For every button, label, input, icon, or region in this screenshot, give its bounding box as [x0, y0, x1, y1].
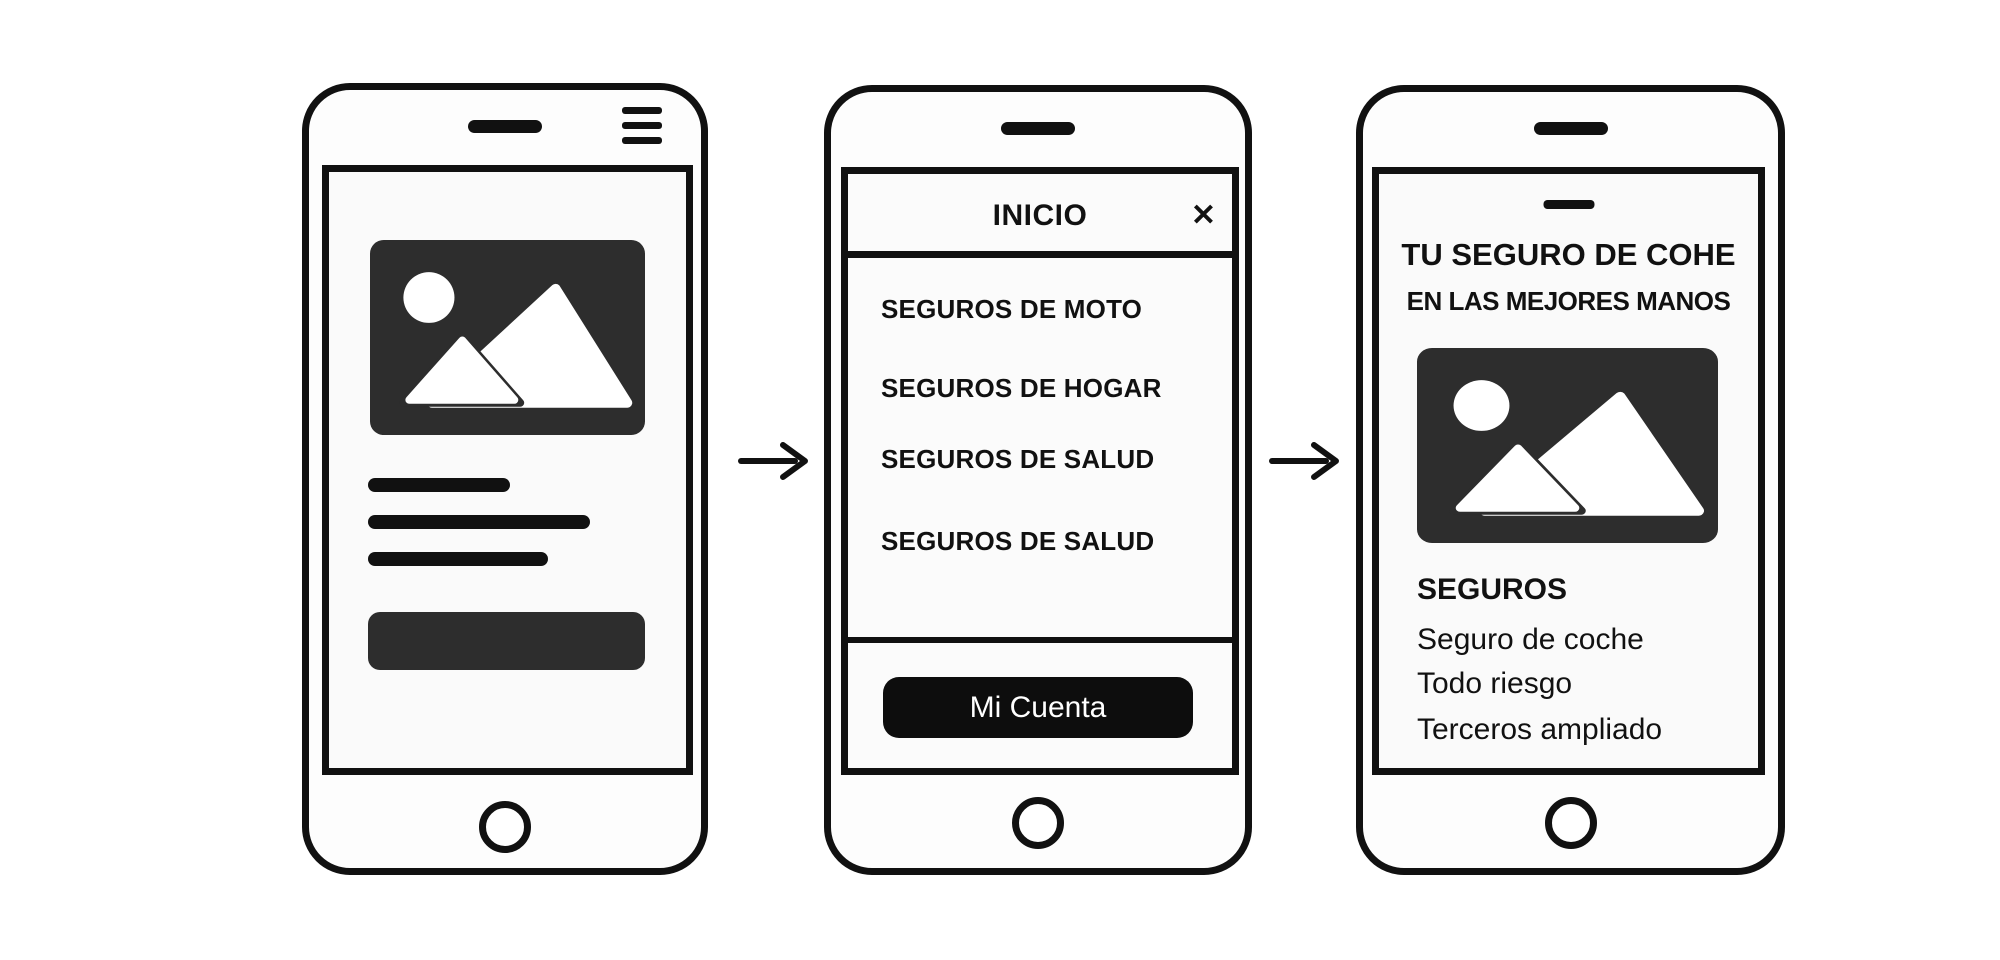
home-button[interactable]	[479, 801, 531, 853]
screen-top-dash	[1543, 200, 1594, 209]
button-placeholder[interactable]	[368, 612, 645, 670]
landing-list-item: Seguro de coche	[1417, 623, 1644, 656]
phone-3-frame: TU SEGURO DE COHE EN LAS MEJORES MANOS S…	[1356, 85, 1785, 875]
landing-subtitle: EN LAS MEJORES MANOS	[1406, 286, 1731, 316]
home-button[interactable]	[1544, 797, 1597, 849]
image-placeholder-icon	[1417, 348, 1718, 543]
landing-list-item: Todo riesgo	[1417, 667, 1573, 700]
screen-landing: TU SEGURO DE COHE EN LAS MEJORES MANOS S…	[1372, 167, 1765, 775]
hamburger-bar	[622, 107, 662, 114]
menu-footer-divider	[848, 637, 1232, 643]
hamburger-bar	[622, 137, 662, 144]
menu-title: INICIO	[992, 199, 1088, 232]
speaker-bar	[468, 120, 542, 133]
menu-header: INICIO ✕	[848, 174, 1232, 258]
menu-item-seguros-moto[interactable]: SEGUROS DE MOTO	[881, 294, 1143, 324]
text-line-placeholder	[368, 478, 510, 492]
screen-menu: INICIO ✕ SEGUROS DE MOTO SEGUROS DE HOGA…	[841, 167, 1239, 775]
screen-home-wireframe	[322, 165, 693, 775]
home-button[interactable]	[1012, 797, 1064, 849]
landing-section-heading: SEGUROS	[1417, 573, 1568, 606]
phone-1-frame	[302, 83, 708, 875]
speaker-bar	[1533, 122, 1608, 135]
text-line-placeholder	[368, 515, 590, 529]
menu-item-seguros-hogar[interactable]: SEGUROS DE HOGAR	[881, 373, 1162, 403]
flow-arrow-icon	[738, 442, 808, 480]
hamburger-menu-icon[interactable]	[622, 107, 662, 144]
landing-list-item: Terceros ampliado	[1417, 713, 1663, 746]
landing-title: TU SEGURO DE COHE	[1401, 237, 1736, 272]
phone-2-frame: INICIO ✕ SEGUROS DE MOTO SEGUROS DE HOGA…	[824, 85, 1252, 875]
flow-arrow-icon	[1269, 442, 1339, 480]
menu-item-seguros-salud[interactable]: SEGUROS DE SALUD	[881, 444, 1155, 474]
speaker-bar	[1001, 122, 1075, 135]
menu-item-seguros-salud-2[interactable]: SEGUROS DE SALUD	[881, 526, 1155, 556]
text-line-placeholder	[368, 552, 548, 566]
image-placeholder-icon	[370, 240, 645, 435]
close-icon[interactable]: ✕	[1190, 199, 1216, 232]
mi-cuenta-button[interactable]: Mi Cuenta	[883, 677, 1193, 738]
hamburger-bar	[622, 122, 662, 129]
